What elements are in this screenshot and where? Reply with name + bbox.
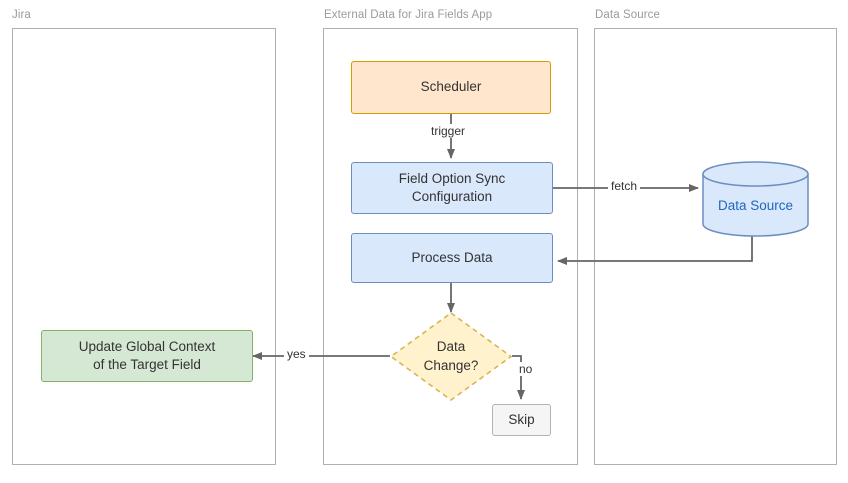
lane-label-data-source: Data Source — [595, 9, 661, 21]
node-field-option-sync-line2: Configuration — [411, 189, 493, 204]
lane-label-app: External Data for Jira Fields App — [324, 9, 493, 21]
node-data-change-text: Data Change? — [390, 312, 512, 401]
data-change-diamond-shape — [390, 312, 512, 401]
node-update-global-context-line2: of the Target Field — [93, 357, 201, 372]
node-field-option-sync-line1: Field Option Sync — [398, 170, 506, 186]
node-skip-label: Skip — [508, 411, 535, 427]
node-field-option-sync-configuration[interactable]: Field Option Sync Configuration — [351, 162, 553, 214]
edge-label-fetch: fetch — [608, 179, 641, 193]
node-process-data[interactable]: Process Data — [351, 233, 553, 283]
node-data-change-line2: Change? — [423, 357, 479, 373]
node-data-change[interactable]: Data Change? — [390, 312, 512, 401]
node-data-source[interactable]: Data Source — [702, 161, 809, 237]
data-source-cylinder-shape — [702, 161, 809, 237]
node-scheduler[interactable]: Scheduler — [351, 61, 551, 114]
lane-box-jira — [12, 28, 276, 465]
node-skip[interactable]: Skip — [492, 404, 551, 436]
node-process-data-label: Process Data — [411, 249, 493, 265]
edge-label-trigger: trigger — [428, 124, 469, 138]
lane-label-jira: Jira — [12, 9, 31, 21]
lane-box-data-source — [594, 28, 837, 465]
edge-label-yes: yes — [284, 347, 309, 361]
edge-label-no: no — [516, 362, 536, 376]
node-scheduler-label: Scheduler — [420, 79, 482, 95]
node-data-change-line1: Data — [436, 339, 466, 355]
node-update-global-context-line1: Update Global Context — [78, 338, 216, 354]
node-update-global-context[interactable]: Update Global Context of the Target Fiel… — [41, 330, 253, 382]
node-data-source-label: Data Source — [717, 198, 794, 213]
